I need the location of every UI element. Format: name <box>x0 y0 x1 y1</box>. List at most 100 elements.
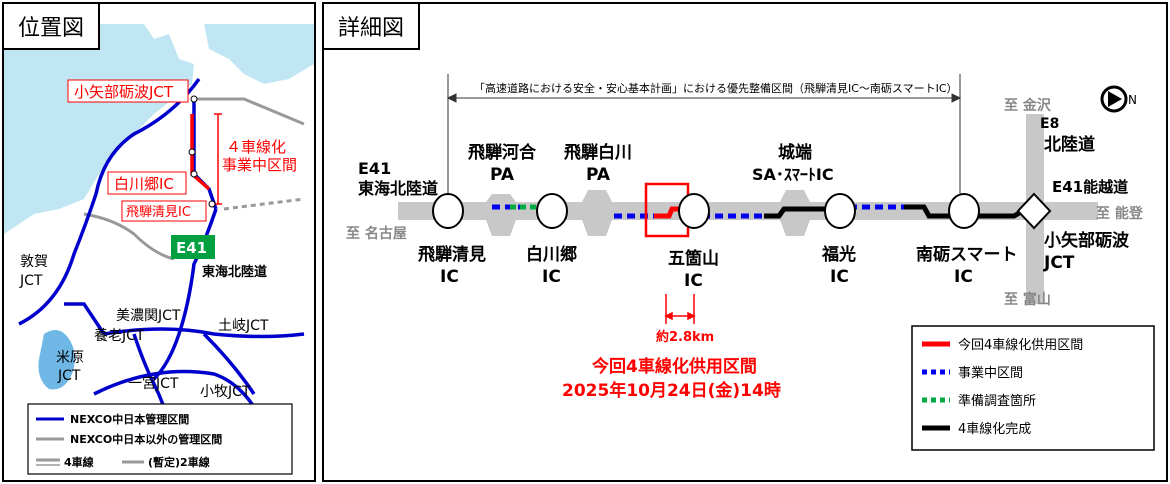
kawai-pa-bottom <box>486 220 516 236</box>
distance-label: 約2.8km <box>656 329 714 345</box>
location-map-title: 位置図 <box>4 4 101 50</box>
hida-kiyomi-label: 飛騨清見 <box>417 244 486 265</box>
road-nexco-chuo <box>202 332 256 395</box>
location-map: 小矢部砺波JCT ４車線化 事業中区間 白川郷IC 飛騨清見IC E41 東海北… <box>4 24 314 475</box>
jobata-sa-top <box>780 190 810 202</box>
gokayama-ic-label: IC <box>684 271 703 291</box>
kiyabe-node <box>190 95 198 103</box>
road-other-3 <box>194 97 305 126</box>
e8-label: E8 <box>1040 116 1059 132</box>
legend-two-lane: (暫定)2車線 <box>148 455 210 469</box>
ic-gokayama <box>678 193 710 229</box>
shirakawago-label: 白川郷IC <box>114 175 174 193</box>
four-lane-label: ４車線化 <box>226 138 286 156</box>
hidakiyomi-label: 飛騨清見IC <box>126 205 191 220</box>
hida-shirakawa-label: 飛騨白川 <box>563 142 632 163</box>
priority-arrow-right <box>951 93 962 103</box>
ic-hida-kiyomi <box>432 193 464 229</box>
kawai-pa-top <box>486 194 516 202</box>
hida-kiyomi-ic-label: IC <box>440 267 459 287</box>
ic-fukumitsu <box>824 193 856 229</box>
komaki-label: 小牧JCT <box>200 384 251 400</box>
road-tokai-hokuriku-south <box>152 208 218 381</box>
tsuruga-label: 敦賀 <box>20 254 48 270</box>
fukumitsu-label: 福光 <box>821 244 856 265</box>
detail-map-panel: 詳細図 「高速道路における安全・安心基本計画」における優先整備区間（飛騨清見IC… <box>322 2 1168 482</box>
section-bracket <box>214 113 222 205</box>
legend-nexco: NEXCO中日本管理区間 <box>70 412 189 426</box>
to-toyama-label: 至 富山 <box>1004 291 1051 308</box>
north-arrow-triangle <box>1108 91 1122 107</box>
tokai-hokuriku-west-label: 東海北陸道 <box>358 179 438 198</box>
ichinomiya-label: 一宮JCT <box>128 376 179 392</box>
opening-title: 今回4車線化供用区間 <box>592 356 757 377</box>
sea <box>4 24 194 234</box>
kiyabe-jct-label: JCT <box>1043 253 1075 273</box>
hida-kawai-label: 飛騨河合 <box>467 142 537 163</box>
location-legend <box>27 403 293 475</box>
north-label: N <box>1128 93 1137 107</box>
kiyabe-label: 小矢部砺波JCT <box>74 83 174 101</box>
legend-current: 今回4車線化供用区間 <box>958 337 1083 353</box>
legend-project: 事業中区間 <box>958 365 1023 381</box>
shirakawago-label: 白川郷 <box>526 244 577 265</box>
jobata-sa-bottom <box>780 220 810 236</box>
fukumitsu-ic-label: IC <box>830 267 849 287</box>
kiyabe-tonami-label: 小矢部砺波 <box>1044 230 1130 251</box>
priority-caption: 「高速道路における安全・安心基本計画」における優先整備区間（飛騨清見IC～南砺ス… <box>474 81 958 95</box>
hida-kawai-pa-label: PA <box>490 165 515 185</box>
road-nexco-tokai-ring <box>103 327 305 339</box>
lake <box>38 330 75 390</box>
to-kanazawa-label: 至 金沢 <box>1004 97 1052 114</box>
priority-arrow-left <box>446 93 457 103</box>
shirakawago-node <box>190 170 198 178</box>
legend-survey: 準備調査箇所 <box>958 393 1036 409</box>
hidakiyomi-label-box <box>121 200 207 222</box>
kiyabe-label-box <box>67 79 189 103</box>
project-section-label: 事業中区間 <box>222 156 297 174</box>
shirakawago-label-box <box>107 171 187 195</box>
road-nexco-hokuriku <box>18 77 201 326</box>
hidakiyomi-node <box>208 200 216 208</box>
legend-complete: 4車線化完成 <box>958 421 1031 437</box>
e41-noetsu-label: E41能越道 <box>1052 178 1128 196</box>
lane-current <box>654 206 684 219</box>
minoseki-label: 美濃関JCT <box>116 308 181 324</box>
nanto-smart-label: 南砺スマート <box>916 244 1018 265</box>
detail-map-title: 詳細図 <box>324 4 421 50</box>
road-other-2 <box>223 197 305 211</box>
to-noto-label: 至 能登 <box>1096 205 1144 222</box>
legend-other: NEXCO中日本以外の管理区間 <box>70 432 222 446</box>
node <box>188 148 196 156</box>
detail-legend <box>911 325 1155 451</box>
tokai-hokuriku-label: 東海北陸道 <box>202 264 267 280</box>
jct-kiyabe-tonami <box>1016 192 1052 230</box>
road-nexco-meishin <box>93 369 266 425</box>
e41-west-label: E41 <box>358 159 391 178</box>
nanto-smart-ic-label: IC <box>954 267 973 287</box>
hida-shirakawa-pa-label: PA <box>586 165 611 185</box>
ic-shirakawago <box>536 193 568 229</box>
lane-complete-3 <box>904 204 1028 219</box>
shirakawa-pa-bottom <box>582 220 612 236</box>
jobata-label: 城端 <box>778 142 812 163</box>
hokuriku-label: 北陸道 <box>1044 134 1095 155</box>
tsuruga-jct-label: JCT <box>19 273 43 289</box>
jobata-sa-label: SA･ｽﾏｰﾄIC <box>752 165 834 184</box>
e41-sign <box>171 235 215 259</box>
road-other-1 <box>83 212 175 261</box>
maibara-label: 米原 <box>56 350 84 366</box>
maibara-jct-label: JCT <box>57 368 81 384</box>
shirakawa-pa-top <box>582 190 612 202</box>
opening-date: 2025年10月24日(金)14時 <box>562 380 781 401</box>
sea-east <box>204 24 314 84</box>
distance-arrow-right <box>687 311 696 321</box>
e41-sign-label: E41 <box>176 239 207 257</box>
detail-map: 「高速道路における安全・安心基本計画」における優先整備区間（飛騨清見IC～南砺ス… <box>346 74 1155 451</box>
ic-nanto-smart <box>948 193 980 229</box>
shirakawago-ic-label: IC <box>542 267 561 287</box>
distance-arrow-left <box>664 311 673 321</box>
lane-complete-1 <box>764 206 814 219</box>
road-tokai-hokuriku-north <box>192 99 218 210</box>
to-nagoya-label: 至 名古屋 <box>346 225 407 242</box>
